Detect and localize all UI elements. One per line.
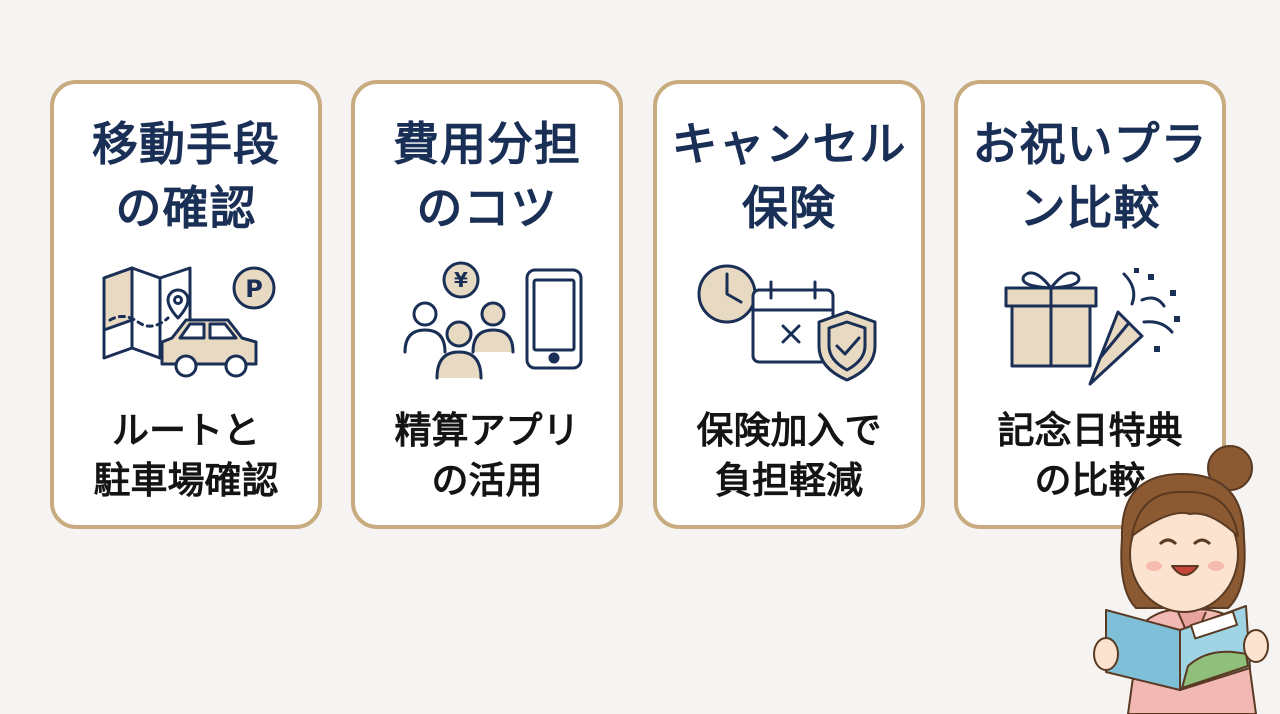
card-title-line: 移動手段: [92, 117, 280, 171]
card-caption: 精算アプリ の活用: [355, 406, 619, 506]
card-caption-line: の活用: [431, 459, 543, 502]
svg-text:¥: ¥: [454, 268, 468, 292]
card-caption-line: ルートと: [112, 409, 260, 452]
card-caption-line: 保険加入で: [696, 409, 882, 452]
card-caption-line: 負担軽減: [715, 459, 863, 502]
card-title-line: の確認: [115, 181, 257, 235]
card-celebration-plan: お祝いプラ ン比較 記念日特典 の比較: [954, 80, 1226, 529]
card-caption: 記念日特典 の比較: [958, 406, 1222, 506]
card-title-line: ン比較: [1019, 181, 1161, 235]
card-caption: 保険加入で 負担軽減: [657, 406, 921, 506]
gift-party-popper-icon: [1004, 268, 1180, 386]
card-caption: ルートと 駐車場確認: [54, 406, 318, 506]
card-title-line: キャンセル: [671, 117, 907, 171]
card-caption-line: 駐車場確認: [93, 459, 279, 502]
clock-calendar-shield-icon: [697, 264, 877, 382]
card-title-line: のコツ: [416, 181, 558, 235]
card-caption-line: 記念日特典: [997, 409, 1183, 452]
card-cost-sharing: 費用分担 のコツ ¥ 精算アプリ の活用: [351, 80, 623, 529]
card-title: 移動手段 の確認: [54, 112, 318, 240]
card-title: お祝いプラ ン比較: [958, 112, 1222, 240]
girl-reading-guidebook-icon: [1093, 445, 1269, 714]
people-yen-phone-icon: ¥: [403, 261, 583, 380]
card-caption-line: 精算アプリ: [394, 409, 580, 452]
card-caption-line: の比較: [1034, 459, 1146, 502]
svg-text:P: P: [245, 275, 263, 303]
card-title: キャンセル 保険: [657, 112, 921, 240]
card-title-line: お祝いプラ: [972, 117, 1208, 171]
card-title-line: 費用分担: [393, 117, 581, 171]
card-title: 費用分担 のコツ: [355, 112, 619, 240]
map-car-parking-icon: P: [102, 266, 276, 378]
card-transport: 移動手段 の確認 P ルートと 駐車場確認: [50, 80, 322, 529]
card-title-line: 保険: [742, 181, 836, 235]
card-cancel-insurance: キャンセル 保険 保険加入で 負担軽減: [653, 80, 925, 529]
